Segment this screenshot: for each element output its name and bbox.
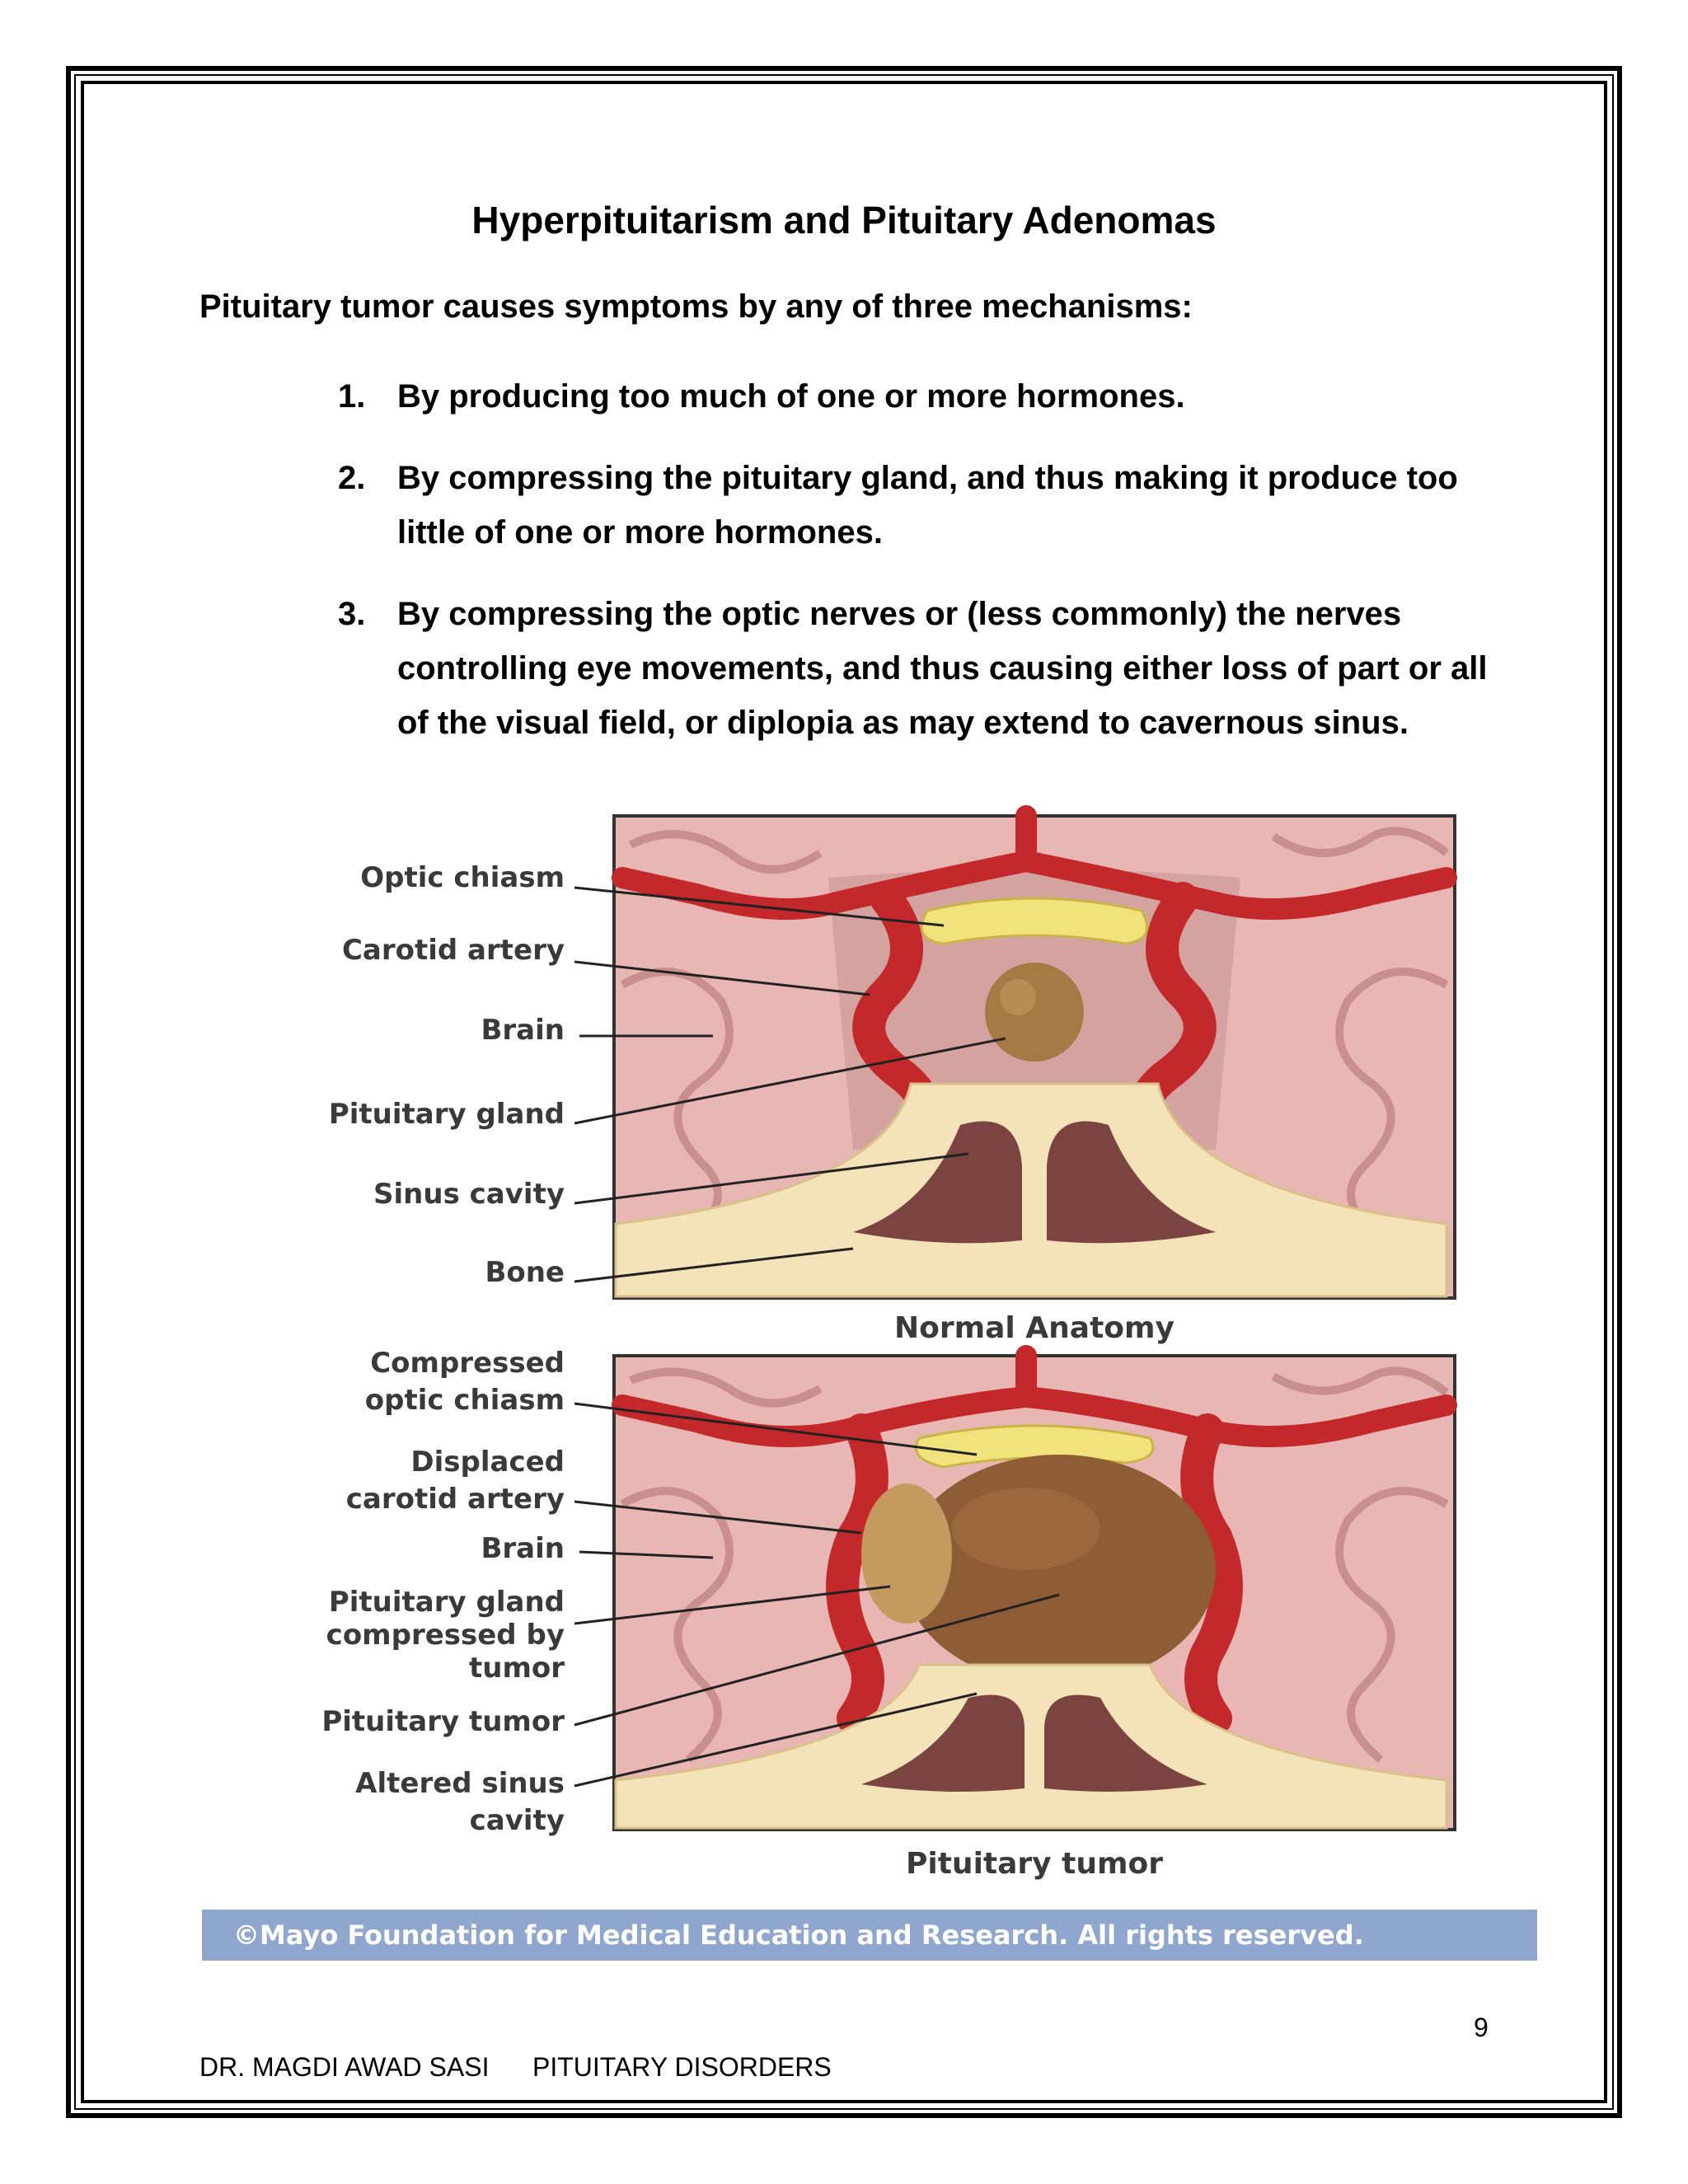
page-border-middle (74, 74, 1614, 2110)
caption-pituitary-tumor: Pituitary tumor (906, 1847, 1163, 1881)
brain-fold-right (1335, 968, 1449, 1244)
altered-sinus-right (1044, 1694, 1207, 1792)
list-item: 3. By compressing the optic nerves or (l… (338, 587, 1508, 750)
displaced-carotid-left (826, 1413, 889, 1735)
tumor-leader-lines (574, 1402, 1060, 1788)
label-pituitary-gland-2: Pituitary gland (329, 1586, 565, 1619)
tumor-labels: Compressed optic chiasm Displaced caroti… (321, 1347, 1163, 1881)
label-compressed: Compressed (370, 1347, 565, 1380)
footer-author: DR. MAGDI AWAD SASI (199, 2052, 490, 2082)
brain-fold-top (628, 827, 1450, 874)
artery-right-top (1015, 851, 1457, 920)
list-item-text: By compressing the optic nerves or (less… (397, 596, 1488, 741)
mechanism-list: 1. By producing too much of one or more … (338, 369, 1508, 777)
page-border-outer (66, 66, 1622, 2118)
label-altered-sinus: Altered sinus (355, 1767, 565, 1800)
list-item-number: 3. (338, 596, 366, 632)
label-brain: Brain (481, 1014, 565, 1047)
label-brain-2: Brain (481, 1532, 565, 1565)
label-tumor: tumor (469, 1652, 565, 1685)
compressed-gland-shape (861, 1483, 952, 1624)
anatomy-illustration: Optic chiasm Carotid artery Brain Pituit… (202, 805, 1537, 1961)
compressed-chiasm-shape (914, 1424, 1155, 1469)
copyright-bar (202, 1910, 1537, 1961)
sinus-cavity-right (1047, 1121, 1216, 1244)
caption-normal-anatomy: Normal Anatomy (894, 1311, 1175, 1345)
list-item-number: 1. (338, 378, 366, 415)
pituitary-anatomy-figure: Optic chiasm Carotid artery Brain Pituit… (202, 779, 1537, 1961)
label-pituitary-gland: Pituitary gland (329, 1098, 565, 1131)
optic-chiasm-shape (920, 897, 1149, 945)
intro-sentence: Pituitary tumor causes symptoms by any o… (199, 288, 1193, 325)
brain-fold-left (620, 968, 734, 1244)
normal-anatomy-panel (612, 805, 1457, 1300)
list-item-number: 2. (338, 460, 366, 496)
label-carotid-artery: Carotid artery (342, 934, 565, 967)
label-optic-chiasm: Optic chiasm (360, 861, 565, 894)
label-bone: Bone (485, 1256, 565, 1289)
label-optic-chiasm-2: optic chiasm (365, 1384, 565, 1417)
label-compressed-by: compressed by (326, 1619, 565, 1652)
page-border-inner (81, 81, 1607, 2103)
page-title: Hyperpituitarism and Pituitary Adenomas (471, 199, 1217, 241)
footer-topic: PITUITARY DISORDERS (532, 2052, 832, 2082)
tumor-panel (612, 1345, 1457, 1831)
label-displaced: Displaced (410, 1446, 565, 1479)
list-item: 2. By compressing the pituitary gland, a… (338, 451, 1508, 560)
normal-leader-lines (574, 886, 1006, 1283)
normal-labels: Optic chiasm Carotid artery Brain Pituit… (329, 861, 1175, 1345)
label-pituitary-tumor: Pituitary tumor (321, 1705, 565, 1738)
bone-shape (614, 1082, 1448, 1298)
pituitary-gland-shape (985, 963, 1084, 1062)
list-item-text: By producing too much of one or more hor… (397, 378, 1185, 415)
label-cavity: cavity (470, 1804, 565, 1837)
sinus-cavity-left (853, 1121, 1022, 1244)
label-sinus-cavity: Sinus cavity (373, 1178, 565, 1211)
list-item: 1. By producing too much of one or more … (338, 369, 1508, 424)
page-number: 9 (1474, 2013, 1489, 2042)
copyright-text: ©Mayo Foundation for Medical Education a… (233, 1919, 1364, 1951)
list-item-text: By compressing the pituitary gland, and … (397, 460, 1458, 551)
label-carotid-artery-2: carotid artery (346, 1483, 565, 1516)
altered-sinus-left (861, 1694, 1025, 1792)
